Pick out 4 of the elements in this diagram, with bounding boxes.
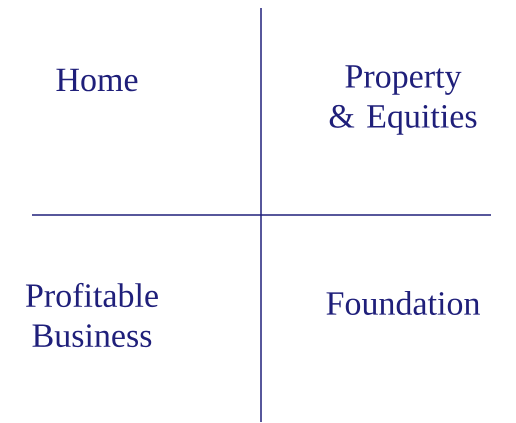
quadrant-label: Property & Equities — [330, 65, 476, 135]
quadrant-label: Home — [56, 68, 138, 92]
quadrant-label: Foundation — [326, 291, 480, 315]
quadrant-label: Profitable Business — [26, 282, 158, 348]
